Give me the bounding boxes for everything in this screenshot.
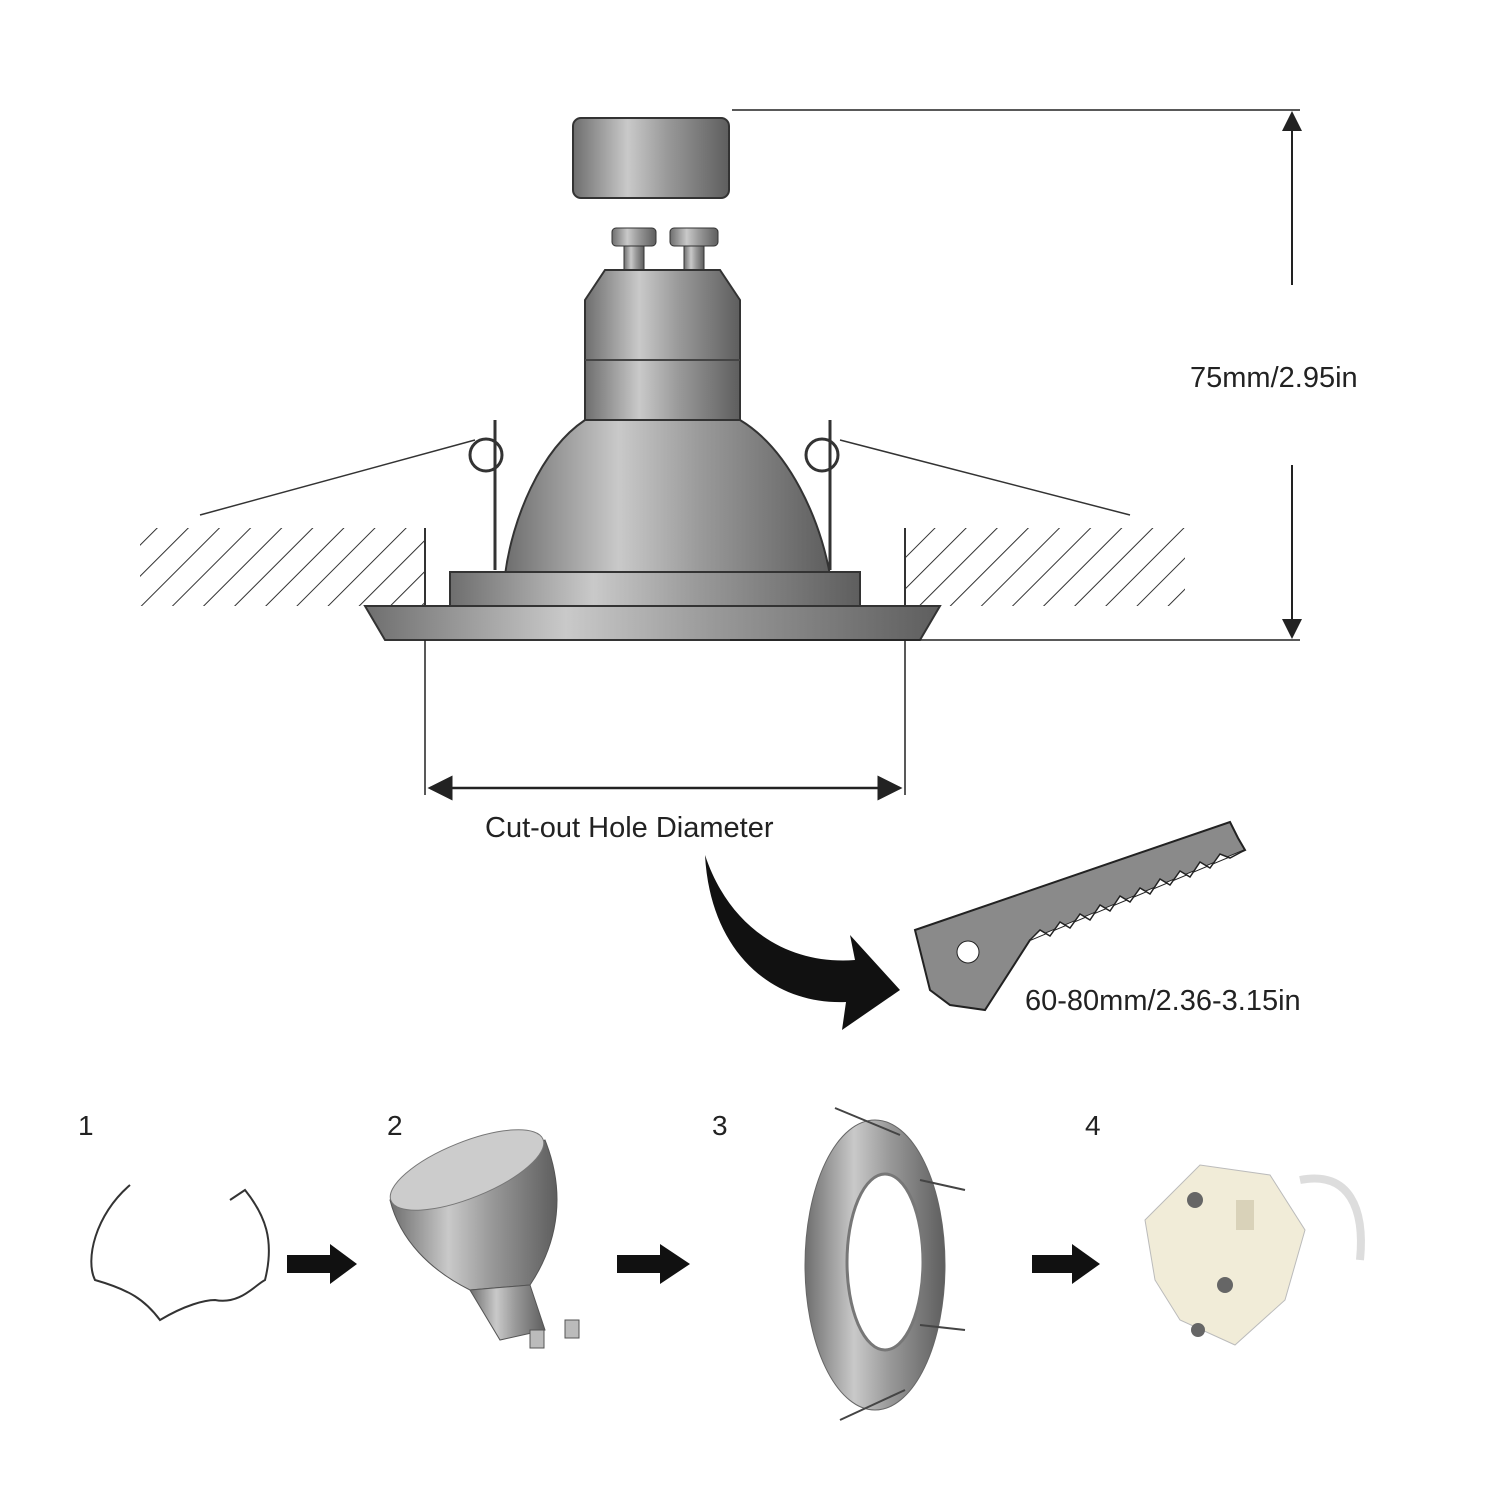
step-number-1: 1 [78,1110,94,1141]
trim-ring-icon [804,1107,966,1421]
step-number-4: 4 [1085,1110,1101,1141]
gu10-pins [611,227,719,271]
saw-icon [913,820,1247,1012]
cutout-dimension [424,640,906,801]
curved-arrow-icon [705,855,900,1030]
bulb-reflector [503,419,832,576]
ceiling-left [140,528,425,606]
cutout-range-label: 60-80mm/2.36-3.15in [1025,985,1301,1017]
spring-clips [199,420,1131,570]
height-label: 75mm/2.95in [1190,362,1358,394]
gu10-bulb-icon [389,1129,580,1349]
trim-step [449,571,861,607]
step-number-3: 3 [712,1110,728,1141]
spring-clip-icon [90,1184,270,1322]
height-dimension [730,109,1302,641]
gu10-socket-icon [1144,1164,1365,1346]
step-number-2: 2 [387,1110,403,1141]
trim-flange [363,605,942,641]
cutout-label: Cut-out Hole Diameter [485,812,774,844]
bulb-body [584,269,741,421]
step-arrows [287,1244,1100,1284]
ceiling-right [905,528,1185,606]
top-cap [572,117,730,199]
